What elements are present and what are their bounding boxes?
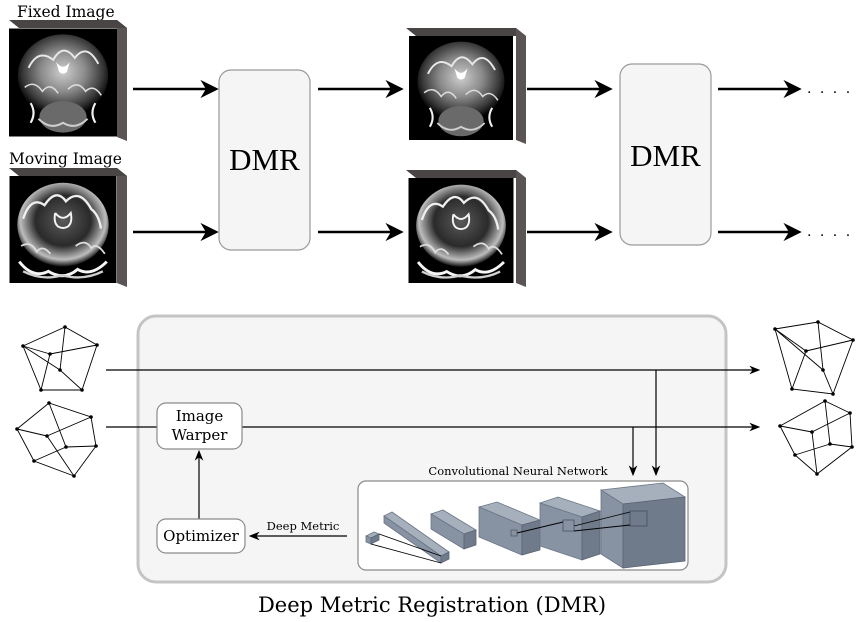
moving-image-label: Moving Image: [9, 150, 122, 168]
input-moving-pointcloud-icon: [15, 401, 98, 478]
continuation-dots-top: . . . .: [807, 81, 852, 97]
image-warper-label-line2: Warper: [172, 426, 229, 444]
image-warper-label-line1: Image: [176, 407, 224, 425]
cnn-layer-6: [599, 482, 687, 569]
fixed-image-label: Fixed Image: [17, 3, 115, 21]
dmr-block-2-label: DMR: [630, 138, 701, 173]
output-warped-pointcloud-icon: [778, 399, 854, 476]
optimizer-box: Optimizer: [156, 518, 246, 554]
warped-image-output-thumbnail: [406, 170, 526, 287]
cnn-box: [357, 480, 689, 571]
dmr-block-1-label: DMR: [229, 142, 300, 177]
dmr-block-2: DMR: [619, 63, 712, 246]
cnn-label: Convolutional Neural Network: [428, 464, 608, 478]
continuation-dots-bottom: . . . .: [807, 224, 852, 240]
dmr-block-1: DMR: [218, 69, 311, 251]
optimizer-label: Optimizer: [163, 527, 240, 545]
moving-image-thumbnail: [9, 168, 127, 287]
cnn-layer-1: [365, 531, 380, 545]
output-fixed-pointcloud-icon: [773, 320, 855, 396]
fixed-image-output-thumbnail: [406, 28, 526, 144]
fixed-image-thumbnail: [9, 20, 127, 141]
image-warper-box: Image Warper: [156, 402, 243, 450]
diagram-caption: Deep Metric Registration (DMR): [258, 593, 606, 617]
cnn-layer-3: [430, 509, 477, 550]
deep-metric-label: Deep Metric: [267, 519, 340, 533]
input-fixed-pointcloud-icon: [21, 325, 99, 392]
